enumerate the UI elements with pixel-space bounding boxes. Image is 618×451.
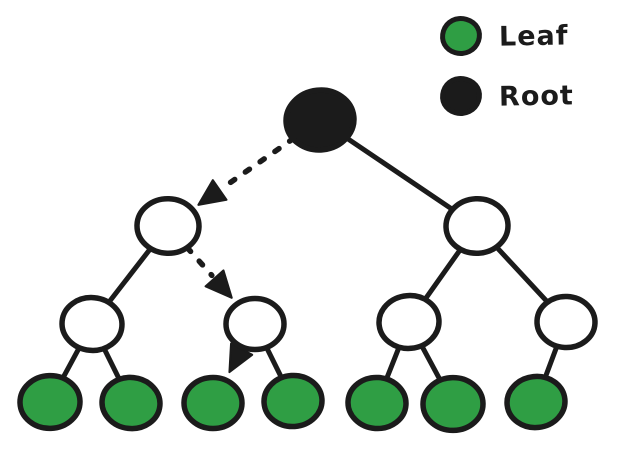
edge-L2a-leaf2 [101,346,122,382]
edge-R2b-leaf7 [542,344,560,380]
node-leaf6 [420,374,486,434]
node-leaf2 [99,374,163,432]
edge-root-L1 [220,135,297,191]
node-leaf5 [345,374,409,432]
node-leaf4 [261,372,325,430]
edge-R1-R2a [422,247,463,302]
legend: Leaf Root [438,14,575,118]
node-M [223,295,287,353]
node-root [283,87,357,153]
edge-R2a-leaf6 [419,344,443,382]
legend-leaf-label: Leaf [498,19,569,53]
node-R2b [534,293,598,351]
edge-R2a-leaf5 [384,345,402,381]
root-node-icon [438,74,484,118]
edge-L2a-leaf1 [60,346,82,380]
edge-L1-M [184,244,215,279]
node-L2a [59,294,125,354]
node-L1 [134,195,202,257]
legend-item-leaf: Leaf [438,14,574,58]
node-leaf7 [504,373,568,431]
node-leaf1 [17,372,83,432]
edge-L1-L2a [106,246,153,305]
node-R1 [443,195,511,257]
edge-root-R1 [344,135,456,213]
legend-root-label: Root [498,79,575,113]
leaf-node-icon [438,14,484,58]
edge-R1-R2b [494,244,551,305]
edge-M-leaf4 [264,345,284,380]
node-leaf3 [181,374,245,432]
arrowhead-icon-root-L1 [197,179,228,206]
legend-item-root: Root [438,74,575,118]
arrowhead-icon-L1-M [204,269,233,299]
node-R2a [376,292,442,352]
